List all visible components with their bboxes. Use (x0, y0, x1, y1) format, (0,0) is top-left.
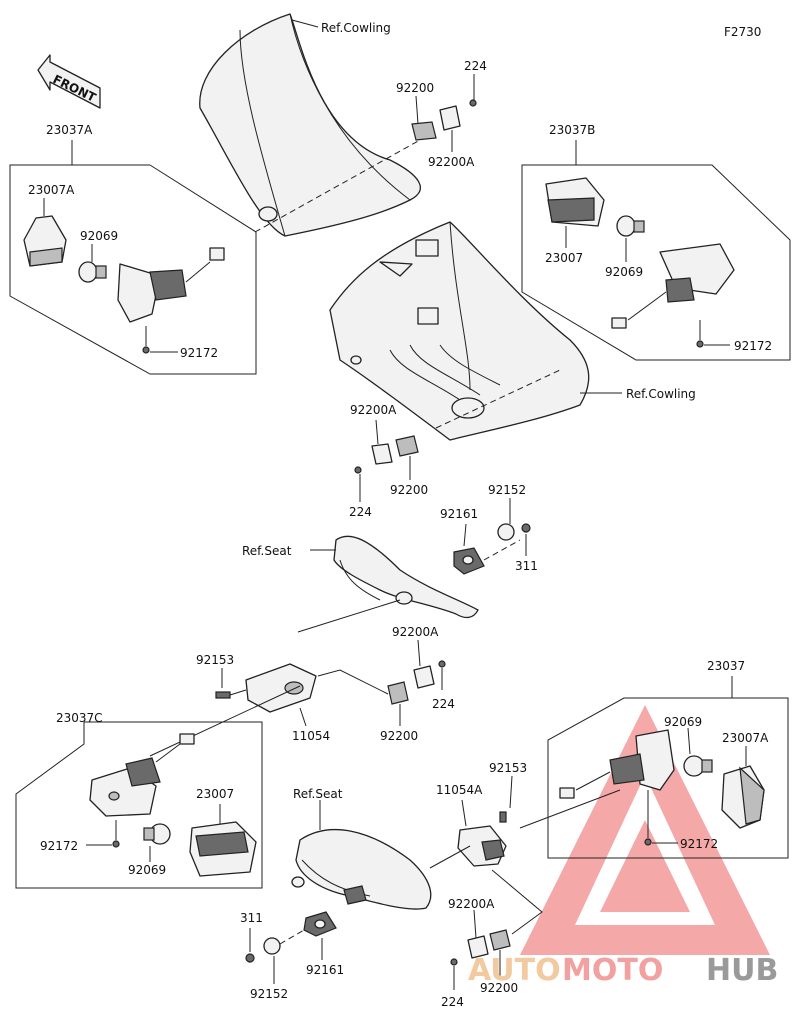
clip-92200A-mid (371, 443, 393, 465)
grommet-92161-mid (453, 547, 485, 575)
label-92069-tl: 92069 (80, 229, 118, 243)
ref-cowling-mid: Ref.Cowling (626, 387, 696, 401)
signal-housing-br (559, 729, 675, 799)
screw-92172-bl (112, 840, 120, 848)
label-23007-tr: 23007 (545, 251, 583, 265)
label-92200-mid: 92200 (390, 483, 428, 497)
plate-11054 (245, 663, 317, 713)
watermark-triangle-core (600, 820, 690, 912)
watermark-moto: MOTO (562, 953, 663, 988)
label-92152-mid: 92152 (488, 483, 526, 497)
label-92200-top: 92200 (396, 81, 434, 95)
figure-code: F2730 (724, 25, 761, 39)
label-92069-tr: 92069 (605, 265, 643, 279)
label-92153-c: 92153 (196, 653, 234, 667)
label-311-mid: 311 (515, 559, 538, 573)
signal-housing-bl (89, 733, 195, 817)
watermark-hub: HUB (706, 953, 778, 988)
clip-92200A-b (467, 935, 489, 959)
lens-23007-tr (545, 177, 605, 227)
label-224-mid: 224 (349, 505, 372, 519)
clip-92200-c (387, 681, 409, 705)
label-224-c: 224 (432, 697, 455, 711)
label-11054: 11054 (292, 729, 330, 743)
watermark-text: AUTO MOTO HUB (468, 953, 778, 988)
label-92069-br: 92069 (664, 715, 702, 729)
seat-bracket-upper (333, 535, 479, 619)
screw-224-mid (354, 466, 362, 474)
screw-224-b (450, 958, 458, 966)
bulb-92069-br (683, 755, 713, 777)
label-224-b: 224 (441, 995, 464, 1009)
label-92172-bl: 92172 (40, 839, 78, 853)
label-311-b: 311 (240, 911, 263, 925)
label-92200-c: 92200 (380, 729, 418, 743)
nut-311-mid (521, 523, 531, 533)
ref-seat-mid: Ref.Seat (242, 544, 292, 558)
clip-92200-top (411, 121, 437, 141)
label-92172-tl: 92172 (180, 346, 218, 360)
watermark-auto: AUTO (468, 953, 561, 988)
lens-23007-bl (189, 821, 257, 877)
collar-92152-mid (497, 523, 515, 541)
label-92153-b: 92153 (489, 761, 527, 775)
label-92069-bl: 92069 (128, 863, 166, 877)
label-11054A: 11054A (436, 783, 483, 797)
bulb-92069-tr (616, 215, 645, 237)
seat-bracket-lower (291, 828, 432, 910)
screw-92172-tl (142, 346, 150, 354)
label-92152-b: 92152 (250, 987, 288, 1001)
signal-housing-right (611, 243, 735, 329)
grommet-92161-b (303, 911, 337, 937)
screw-224-top (469, 99, 477, 107)
ref-cowling-top: Ref.Cowling (321, 21, 391, 35)
nut-311-b (245, 953, 255, 963)
upper-cowling (199, 13, 422, 237)
label-23007A-br: 23007A (722, 731, 769, 745)
label-23007-bl: 23007 (196, 787, 234, 801)
label-224-top: 224 (464, 59, 487, 73)
lens-23007A-left (23, 215, 67, 267)
label-92161-mid: 92161 (440, 507, 478, 521)
watermark-logo (520, 705, 770, 955)
clip-92200A-top (439, 105, 461, 131)
bolt-92153-c (215, 689, 247, 699)
label-92172-tr: 92172 (734, 339, 772, 353)
label-23037B: 23037B (549, 123, 595, 137)
label-23037A: 23037A (46, 123, 93, 137)
screw-92172-br (644, 838, 652, 846)
front-arrow-icon: FRONT (37, 54, 101, 109)
label-92200A-c: 92200A (392, 625, 439, 639)
bulb-92069-bl (143, 823, 171, 845)
clip-92200-mid (395, 435, 419, 457)
label-92200-b: 92200 (480, 981, 518, 995)
label-92161-b: 92161 (306, 963, 344, 977)
signal-housing-left (117, 247, 225, 323)
label-92172-br: 92172 (680, 837, 718, 851)
label-23007A-left: 23007A (28, 183, 75, 197)
clip-92200-b (489, 929, 511, 951)
label-23037: 23037 (707, 659, 745, 673)
plate-11054A (457, 825, 507, 867)
screw-92172-tr (696, 340, 704, 348)
bolt-92153-b (499, 811, 507, 823)
lens-23007A-br (721, 765, 765, 829)
label-23037C: 23037C (56, 711, 103, 725)
inner-cowling (329, 221, 590, 441)
label-92200A-mid: 92200A (350, 403, 397, 417)
collar-92152-b (263, 937, 281, 955)
bulb-92069-tl (78, 261, 107, 283)
label-92200A-top: 92200A (428, 155, 475, 169)
ref-seat-bottom: Ref.Seat (293, 787, 343, 801)
label-92200A-b: 92200A (448, 897, 495, 911)
screw-224-c (438, 660, 446, 668)
clip-92200A-c (413, 665, 435, 689)
